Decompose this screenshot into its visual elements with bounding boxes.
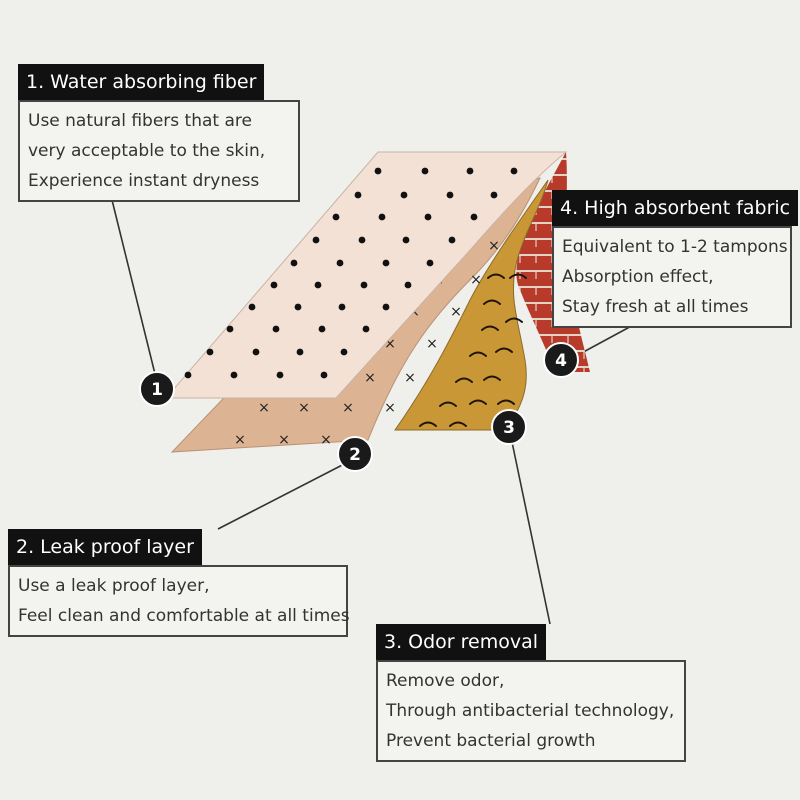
badge-3: 3 xyxy=(491,409,527,445)
callout-line: very acceptable to the skin, xyxy=(28,141,266,161)
svg-text:×: × xyxy=(404,370,416,386)
callout-line: Equivalent to 1-2 tampons xyxy=(562,237,788,257)
callout-title: 3. Odor removal xyxy=(376,624,547,660)
connector-3 xyxy=(511,441,551,625)
svg-text:×: × xyxy=(384,400,396,416)
callout-body: Use natural fibers that are very accepta… xyxy=(18,100,300,202)
callout-body: Remove odor, Through antibacterial techn… xyxy=(376,660,686,762)
badge-4-number: 4 xyxy=(555,351,567,371)
callout-title: 2. Leak proof layer xyxy=(8,529,202,565)
svg-text:×: × xyxy=(384,336,396,352)
callout-body: Equivalent to 1-2 tampons Absorption eff… xyxy=(552,226,792,328)
svg-text:×: × xyxy=(320,432,332,448)
callout-water-absorbing-fiber: 1. Water absorbing fiber Use natural fib… xyxy=(18,64,300,202)
water-absorbing-layer xyxy=(164,151,568,399)
badge-2-number: 2 xyxy=(349,445,361,465)
svg-text:×: × xyxy=(488,238,500,254)
svg-text:×: × xyxy=(364,370,376,386)
badge-1: 1 xyxy=(139,371,175,407)
badge-2: 2 xyxy=(337,436,373,472)
connector-2 xyxy=(217,459,353,530)
connector-1 xyxy=(111,199,157,379)
callout-title: 4. High absorbent fabric xyxy=(552,190,799,226)
callout-line: Through antibacterial technology, xyxy=(386,701,675,721)
badge-3-number: 3 xyxy=(503,418,515,438)
svg-text:×: × xyxy=(342,400,354,416)
callout-line: Prevent bacterial growth xyxy=(386,731,596,751)
callout-line: Stay fresh at all times xyxy=(562,297,749,317)
callout-line: Use natural fibers that are xyxy=(28,111,252,131)
callout-high-absorbent-fabric: 4. High absorbent fabric Equivalent to 1… xyxy=(552,190,799,328)
callout-line: Absorption effect, xyxy=(562,267,714,287)
callout-line: Experience instant dryness xyxy=(28,171,260,191)
svg-text:×: × xyxy=(298,400,310,416)
callout-body: Use a leak proof layer, Feel clean and c… xyxy=(8,565,350,637)
badge-4: 4 xyxy=(543,342,579,378)
callout-line: Use a leak proof layer, xyxy=(18,576,210,596)
svg-text:×: × xyxy=(450,304,462,320)
odor-layer-arcs xyxy=(419,273,527,427)
top-layer-dots xyxy=(184,167,518,379)
callout-line: Remove odor, xyxy=(386,671,505,691)
badge-1-number: 1 xyxy=(151,380,163,400)
svg-text:×: × xyxy=(278,432,290,448)
svg-text:×: × xyxy=(258,400,270,416)
callout-odor-removal: 3. Odor removal Remove odor, Through ant… xyxy=(376,624,686,762)
callout-leak-proof-layer: 2. Leak proof layer Use a leak proof lay… xyxy=(8,529,350,637)
svg-text:×: × xyxy=(234,432,246,448)
callout-title: 1. Water absorbing fiber xyxy=(18,64,265,100)
svg-text:×: × xyxy=(470,272,482,288)
callout-line: Feel clean and comfortable at all times xyxy=(18,606,350,626)
svg-text:×: × xyxy=(426,336,438,352)
